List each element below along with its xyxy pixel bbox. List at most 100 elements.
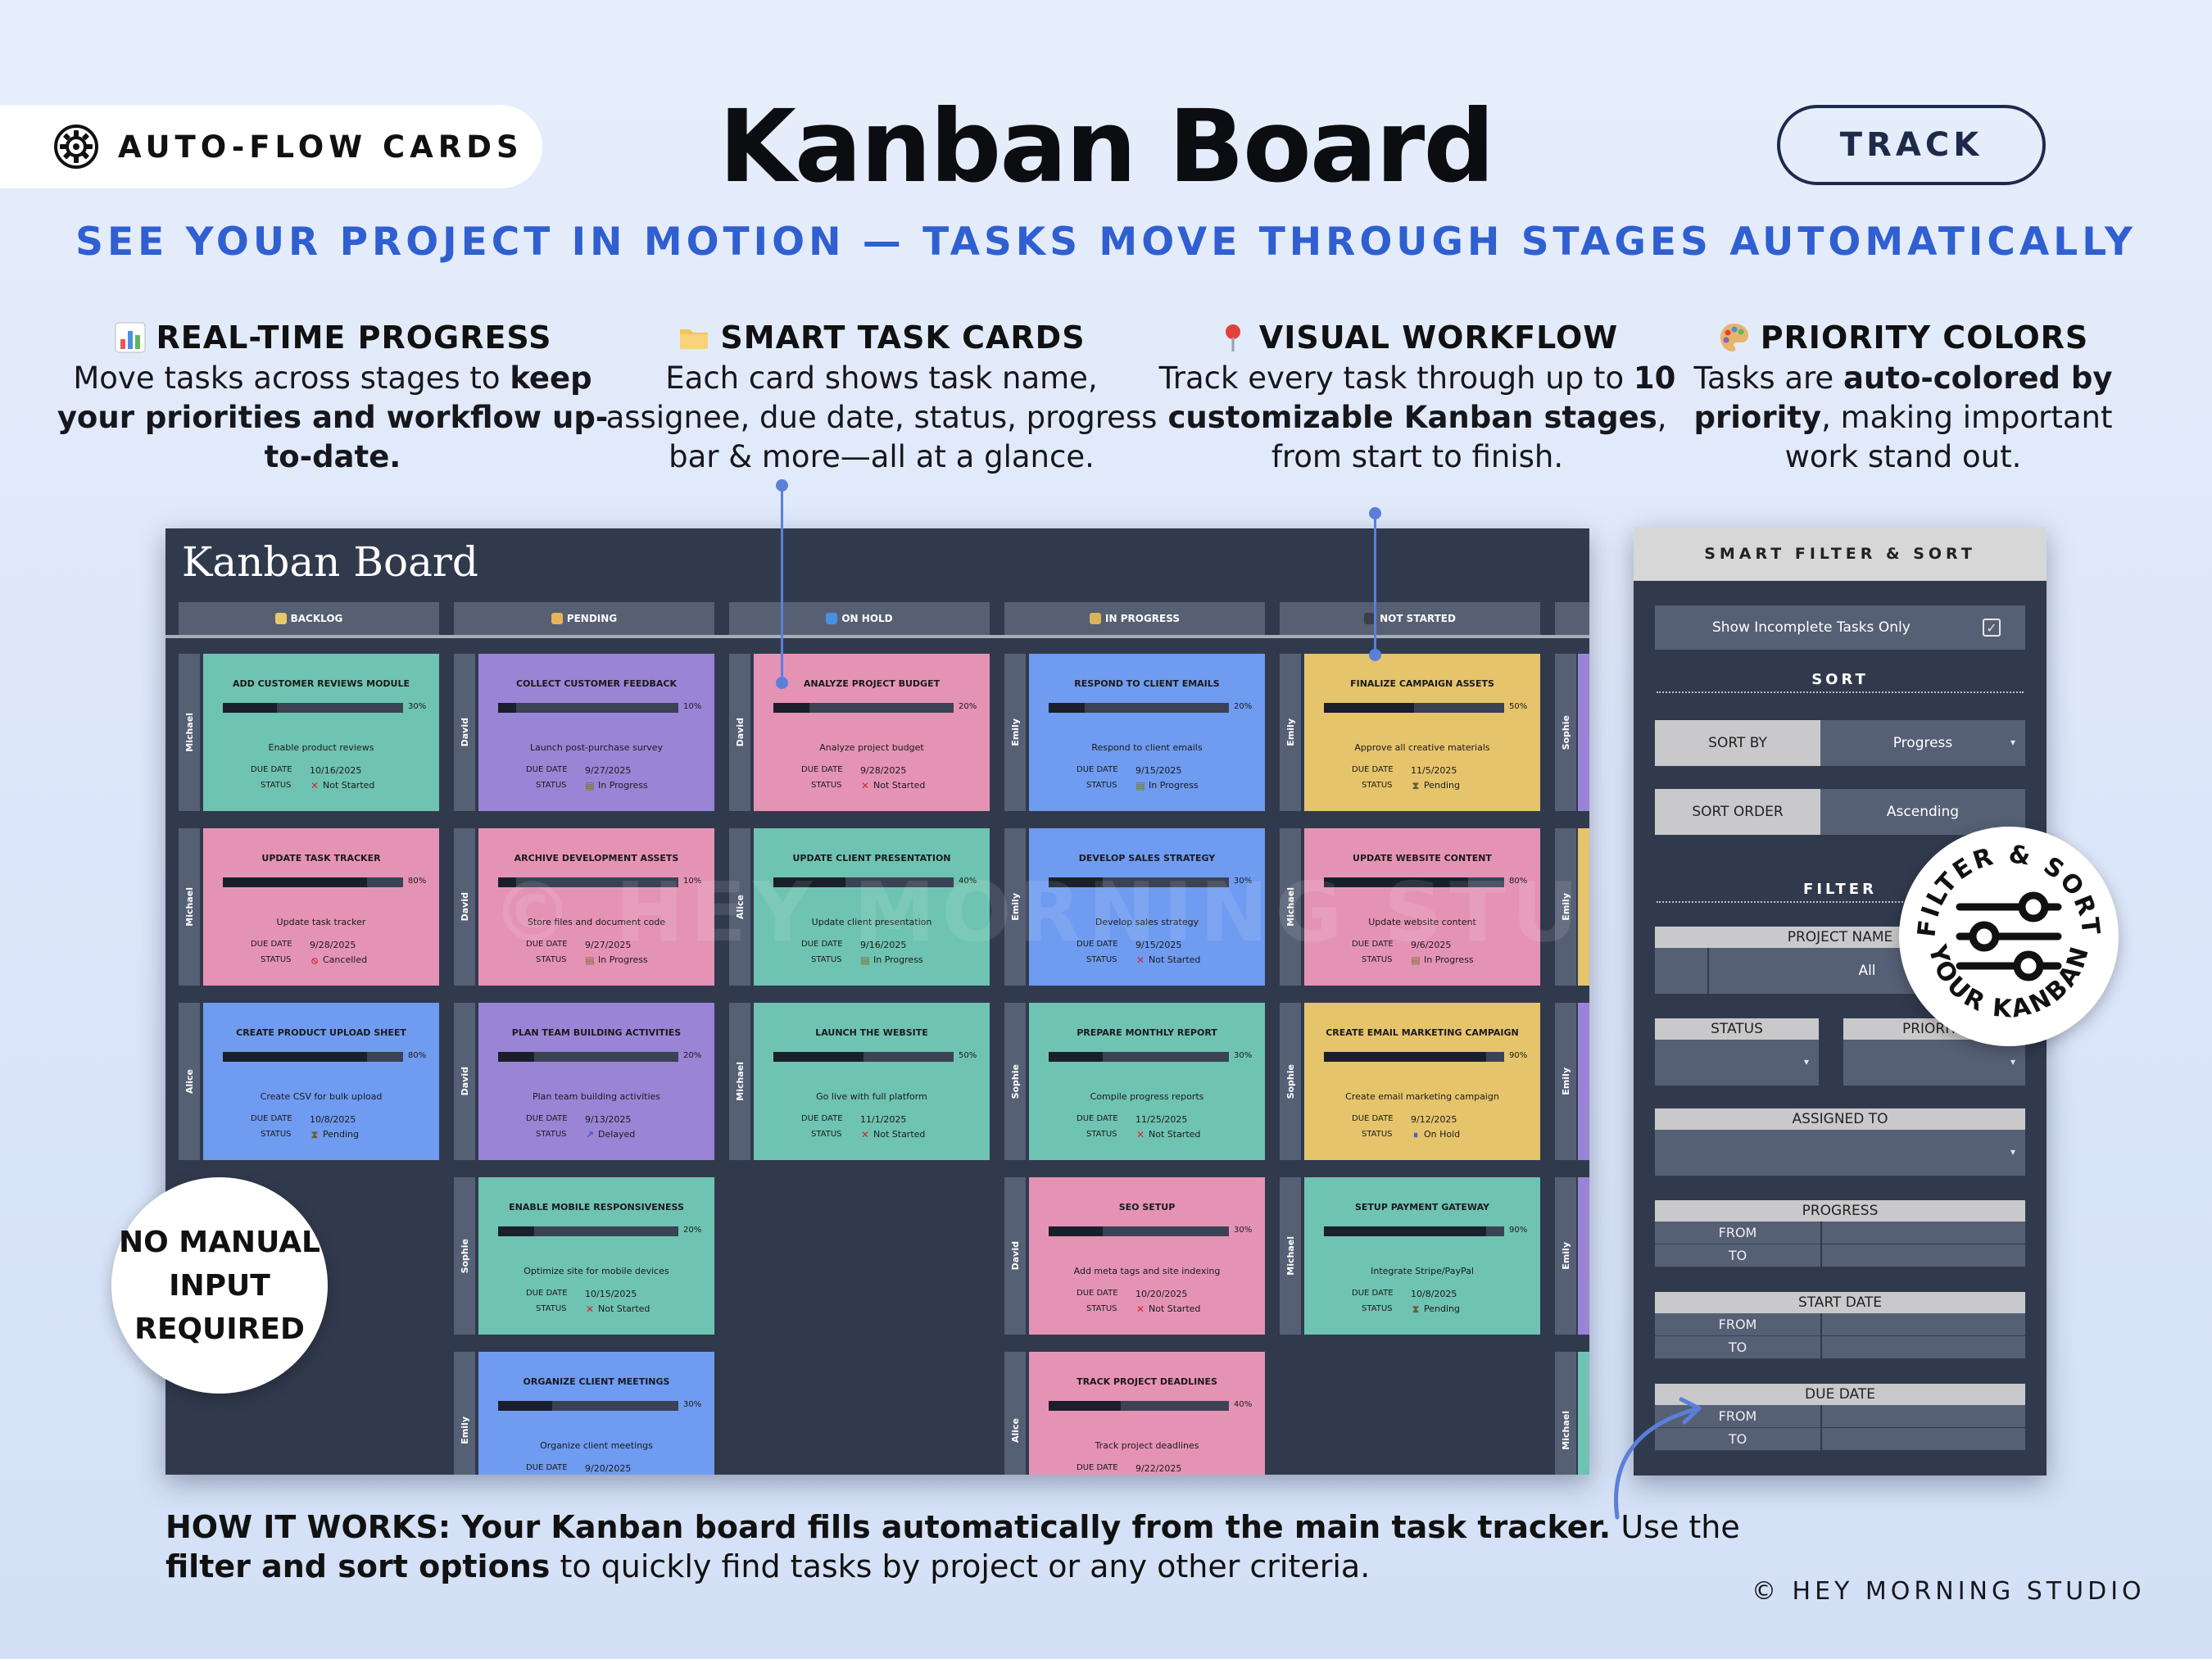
task-card[interactable] xyxy=(1578,1352,1589,1475)
due-date-label: DUE DATE xyxy=(526,765,568,774)
assignee-tab: Alice xyxy=(179,1003,200,1160)
priority-filter-select[interactable]: ▾ xyxy=(1843,1040,2025,1086)
status-text: In Progress xyxy=(598,780,648,791)
assignee-tab: Emily xyxy=(1555,1003,1576,1160)
card-title: UPDATE TASK TRACKER xyxy=(261,853,381,863)
filter-sort-badge-graphic: FILTER & SORT YOUR KANBAN xyxy=(1912,840,2102,1024)
due-date-range-to-input[interactable] xyxy=(1822,1428,2025,1450)
progress-percent: 20% xyxy=(683,1226,702,1235)
status-text: Pending xyxy=(1424,780,1460,791)
incomplete-toggle[interactable]: Show Incomplete Tasks Only ✓ xyxy=(1655,605,2025,650)
start-date-range-from-label: FROM xyxy=(1655,1313,1820,1336)
status-text: Not Started xyxy=(873,1129,926,1140)
assignee-tab: Michael xyxy=(179,654,200,811)
progress-bar xyxy=(1324,877,1504,887)
assignee-tab: Sophie xyxy=(454,1177,475,1335)
badge-line: REQUIRED xyxy=(134,1312,305,1346)
progress-bar xyxy=(1049,1401,1229,1411)
assignee-name: David xyxy=(459,1067,470,1096)
card-note: Compile progress reports xyxy=(1090,1091,1204,1102)
task-card[interactable] xyxy=(1578,654,1589,811)
assignee-name: Emily xyxy=(459,1416,470,1444)
assignee-name: Michael xyxy=(184,887,195,927)
due-date-label: DUE DATE xyxy=(526,1289,568,1298)
checkbox-icon[interactable]: ✓ xyxy=(1983,619,2001,637)
status-value: ✕Not Started xyxy=(1135,1303,1200,1314)
assignee-tab: Emily xyxy=(1004,654,1026,811)
card-note: Enable product reviews xyxy=(268,742,374,753)
status-onhold-icon: ⏸ xyxy=(1412,1128,1418,1140)
assignee-name: Alice xyxy=(184,1068,195,1095)
card-title: TRACK PROJECT DEADLINES xyxy=(1077,1376,1217,1387)
status-text: Not Started xyxy=(873,780,926,791)
connector-line xyxy=(1369,507,1381,661)
due-date-label: DUE DATE xyxy=(1077,1289,1118,1298)
due-date-value: 9/15/2025 xyxy=(1135,940,1182,950)
due-date-value: 9/28/2025 xyxy=(310,940,356,950)
due-date-value: 11/5/2025 xyxy=(1411,765,1457,776)
status-label: STATUS xyxy=(1362,955,1393,964)
status-value: ✕Not Started xyxy=(860,1129,925,1140)
badge-arc-bottom: YOUR KANBAN xyxy=(1922,941,2092,1024)
start-date-range-from-input[interactable] xyxy=(1822,1313,2025,1335)
sort-by-select[interactable]: Progress ▾ xyxy=(1820,720,2025,766)
due-date-range-to-label: TO xyxy=(1655,1428,1820,1451)
connector-line xyxy=(776,479,788,689)
task-card[interactable] xyxy=(1578,828,1589,986)
progress-bar xyxy=(498,703,678,713)
task-card[interactable] xyxy=(1578,1003,1589,1160)
start-date-range-to-input[interactable] xyxy=(1822,1336,2025,1358)
status-filter-select[interactable]: ▾ xyxy=(1655,1040,1819,1086)
status-x-icon: ✕ xyxy=(860,779,870,791)
progress-range-to-input[interactable] xyxy=(1822,1244,2025,1267)
card-title: ADD CUSTOMER REVIEWS MODULE xyxy=(232,678,410,689)
progress-bar xyxy=(1049,877,1229,887)
due-date-value: 11/25/2025 xyxy=(1135,1114,1188,1125)
sort-by-label: SORT BY xyxy=(1655,720,1820,766)
assignee-name: David xyxy=(459,718,470,747)
progress-percent: 20% xyxy=(1234,702,1253,711)
progress-bar xyxy=(773,1052,954,1062)
due-date-range-from-input[interactable] xyxy=(1822,1405,2025,1427)
column-header: PENDING xyxy=(454,602,714,635)
due-date-label: DUE DATE xyxy=(251,940,292,949)
task-card[interactable] xyxy=(1578,1177,1589,1335)
status-label: STATUS xyxy=(1362,781,1393,790)
assignee-name: Emily xyxy=(1285,718,1296,746)
start-date-range-label: START DATE xyxy=(1655,1292,2025,1313)
card-title: LAUNCH THE WEBSITE xyxy=(815,1027,928,1038)
due-date-label: DUE DATE xyxy=(526,1463,568,1472)
column-icon xyxy=(1090,613,1102,624)
status-value: ▤In Progress xyxy=(1411,954,1473,965)
assigned-to-select[interactable]: ▾ xyxy=(1655,1130,2025,1176)
project-name-value: All xyxy=(1858,963,1876,979)
status-text: Not Started xyxy=(598,1303,650,1314)
how-text: Use the xyxy=(1611,1509,1740,1545)
due-date-value: 9/15/2025 xyxy=(1135,765,1182,776)
progress-range-from-input[interactable] xyxy=(1822,1222,2025,1244)
chevron-down-icon: ▾ xyxy=(2010,1146,2015,1158)
progress-fill xyxy=(773,1052,863,1062)
status-value: ⧗Pending xyxy=(1411,780,1460,791)
